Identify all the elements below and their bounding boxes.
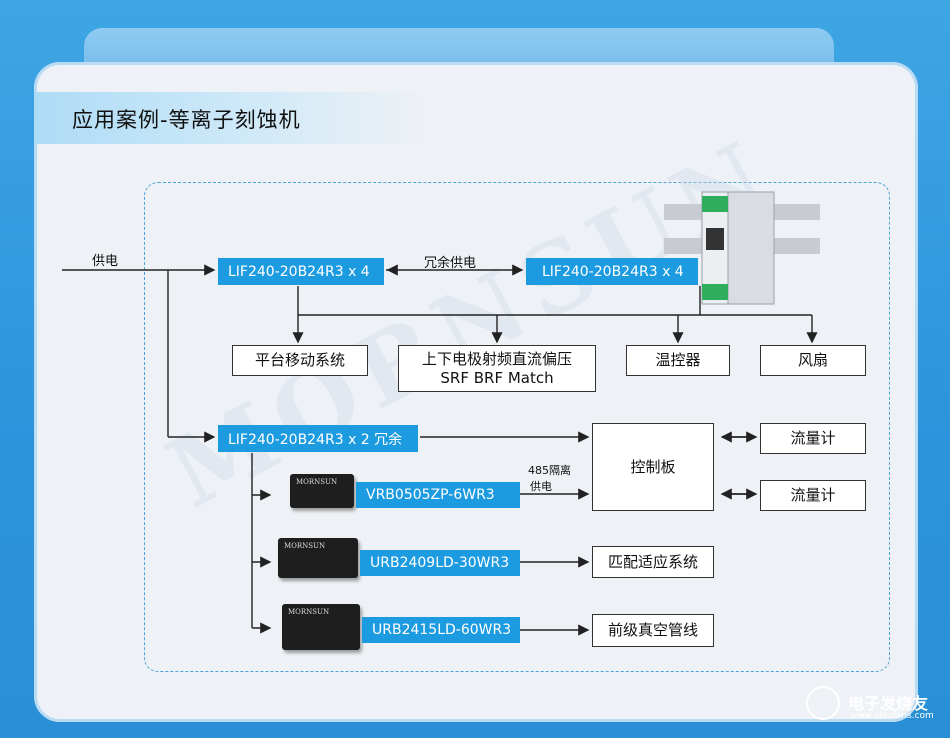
content-card [34, 62, 918, 722]
urb2415-box: URB2415LD-60WR3 [362, 617, 520, 643]
vrb-box: VRB0505ZP-6WR3 [356, 482, 520, 508]
lif-box-a: LIF240-20B24R3 x 4 [218, 258, 384, 285]
isolated-485-label: 485隔离 [528, 464, 571, 477]
control-board-box: 控制板 [592, 423, 714, 511]
diagram-frame [144, 182, 890, 672]
urb2415-module-image: MORNSUN [282, 604, 360, 650]
platform-motion-box: 平台移动系统 [232, 345, 368, 376]
vacuum-line-box: 前级真空管线 [592, 614, 714, 647]
fan-box: 风扇 [760, 345, 866, 376]
logo-url: www.elecfans.com [850, 711, 934, 721]
title-band [34, 92, 424, 144]
urb2409-box: URB2409LD-30WR3 [360, 550, 520, 576]
electrode-line-1: 上下电极射频直流偏压 [421, 349, 572, 368]
logo-text: 电子发烧友 [848, 694, 929, 713]
page-title: 应用案例-等离子刻蚀机 [72, 108, 301, 132]
electrode-box: 上下电极射频直流偏压 SRF BRF Match [398, 345, 596, 392]
electrode-line-2: SRF BRF Match [440, 368, 554, 387]
lif-box-c: LIF240-20B24R3 x 2 冗余 [218, 425, 418, 452]
din-rail-psu-image [664, 191, 820, 305]
redundant-supply-label: 冗余供电 [424, 256, 477, 271]
elecfans-logo-icon [806, 686, 840, 720]
isolated-supply-label: 供电 [530, 480, 552, 493]
matching-system-box: 匹配适应系统 [592, 546, 714, 578]
temp-controller-box: 温控器 [626, 345, 730, 376]
vrb-module-image: MORNSUN [290, 474, 354, 508]
supply-label: 供电 [92, 254, 119, 269]
lif-box-b: LIF240-20B24R3 x 4 [526, 258, 698, 285]
urb2409-module-image: MORNSUN [278, 538, 358, 578]
flowmeter-box-2: 流量计 [760, 480, 866, 511]
flowmeter-box-1: 流量计 [760, 423, 866, 454]
